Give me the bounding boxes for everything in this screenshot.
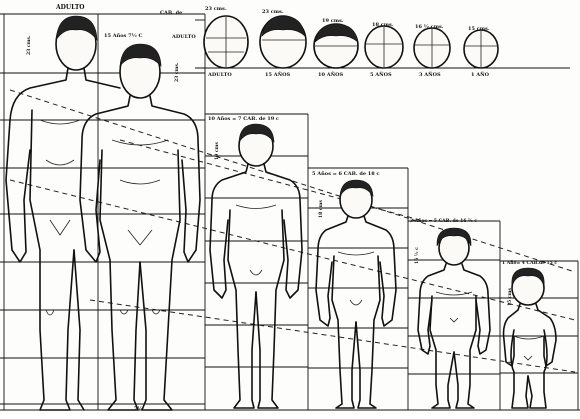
head-caption-10: 10 AÑOS (318, 71, 344, 78)
head-caption-1: 1 AÑO (471, 71, 490, 78)
three-height-mark: 16 ½ c (413, 247, 420, 264)
figure-10-years (210, 124, 302, 408)
head-size-1: 15 cms. (468, 26, 490, 32)
figure-5-years (316, 180, 396, 408)
head-3-years (414, 28, 450, 68)
adult-height-mark: 23 cms. (26, 35, 32, 55)
three-years-label: 3 Años = 5 CAB. de 16 ½ c (410, 217, 477, 224)
fifteen-years-label: 15 Años 7½ C (104, 32, 143, 39)
head-size-adult: 23 cms. (205, 6, 227, 12)
head-size-3: 16 ½ cms. (415, 23, 444, 30)
head-caption-5: 5 AÑOS (370, 71, 392, 78)
head-label-line1: CAB. de (160, 10, 182, 16)
head-15-years (260, 16, 306, 68)
head-size-15: 23 cms. (262, 9, 284, 15)
ten-height-mark: 19 cms (214, 142, 220, 160)
head-caption-3: 3 AÑOS (419, 71, 441, 78)
adult-label: ADULTO (55, 4, 85, 11)
head-caption-adult: ADULTO (207, 72, 232, 78)
figure-adult (6, 16, 120, 410)
bottom-mark: 7½ (134, 405, 143, 412)
one-year-label: 1 Año= 4 CAB.de 15 c (502, 259, 557, 266)
ten-years-label: 10 Años = 7 CAB. de 19 c (208, 115, 279, 122)
head-label-line2: ADULTO (171, 34, 196, 40)
head-size-5: 18 cms. (372, 22, 394, 28)
fifteen-height-mark: 23 cms. (174, 62, 180, 82)
five-years-label: 5 Años = 6 CAB. de 18 c (312, 170, 380, 177)
head-5-years (365, 26, 403, 68)
head-size-10: 19 cms. (322, 18, 344, 24)
figure-3-years (418, 228, 490, 408)
head-caption-15: 15 AÑOS (265, 71, 291, 78)
figure-1-year (504, 268, 557, 408)
head-comparison-row: 23 cms. 23 cms. 19 cms. 18 cms. 16 ½ cms… (160, 6, 498, 78)
head-1-year (464, 30, 498, 68)
head-adult (204, 16, 248, 68)
head-10-years (314, 24, 358, 68)
five-height-mark: 18 cms (318, 200, 324, 218)
